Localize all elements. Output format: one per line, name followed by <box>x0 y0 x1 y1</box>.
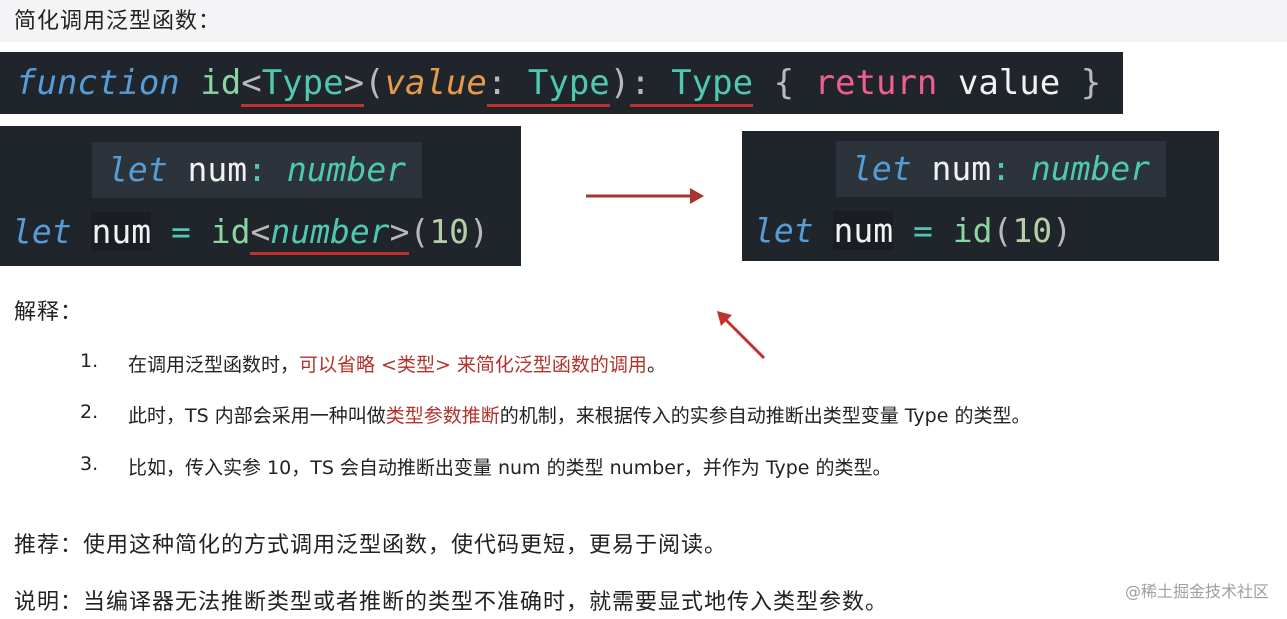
code-token: num <box>187 150 248 189</box>
list-item: 此时，TS 内部会采用一种叫做类型参数推断的机制，来根据传入的实参自动推断出类型… <box>128 401 1030 428</box>
code-token: = <box>170 212 191 251</box>
code-token: Type <box>261 63 344 103</box>
code-token: return <box>814 63 938 103</box>
code-token: num <box>91 212 152 251</box>
code-token: let <box>12 212 72 251</box>
type-hint-tooltip: let num: number <box>836 141 1167 197</box>
code-token: num <box>833 211 894 250</box>
list-number: 1. <box>80 350 99 372</box>
code-token: > <box>389 212 410 251</box>
code-token: < <box>241 63 262 103</box>
code-token: ) <box>609 63 631 103</box>
list-item-text: 在调用泛型函数时， <box>128 354 300 376</box>
recommend-text: 推荐：使用这种简化的方式调用泛型函数，使代码更短，更易于阅读。 <box>14 533 728 558</box>
code-token: ( <box>364 63 385 103</box>
list-item-text: 。 <box>646 354 666 376</box>
code-token: : <box>630 63 651 103</box>
top-bar <box>0 0 1287 42</box>
code-inferred-call: let num: number let num = id(10) <box>742 131 1219 261</box>
code-token: : <box>486 63 508 103</box>
code-token: id <box>952 211 993 250</box>
code-token: ( <box>409 212 430 251</box>
watermark: @稀土掘金技术社区 <box>1124 582 1269 601</box>
code-token: 10 <box>1012 211 1053 250</box>
code-token: ) <box>1052 211 1072 250</box>
code-token: Type <box>671 63 754 103</box>
list-number: 3. <box>80 453 99 475</box>
note-text: 说明：当编译器无法推断类型或者推断的类型不准确时，就需要显式地传入类型参数。 <box>14 590 889 615</box>
code-token: = <box>912 211 933 250</box>
code-function-definition: function id<Type>(value: Type): Type { r… <box>0 52 1123 114</box>
code-token: num <box>931 149 992 188</box>
list-item: 比如，传入实参 10，TS 会自动推断出变量 num 的类型 number，并作… <box>128 453 892 480</box>
code-token: function <box>16 63 180 103</box>
list-item-text: 的机制，来根据传入的实参自动推断出类型变量 Type 的类型。 <box>499 405 1031 427</box>
code-token: > <box>343 63 365 103</box>
code-token: let <box>852 149 912 188</box>
code-token: id <box>210 212 251 251</box>
code-token: value <box>384 63 487 103</box>
code-token: ) <box>469 212 489 251</box>
highlighted-text: 类型参数推断 <box>385 405 500 427</box>
list-item-text: 比如，传入实参 10，TS 会自动推断出变量 num 的类型 number，并作… <box>128 457 892 479</box>
code-token: : <box>991 149 1011 188</box>
code-token: number <box>286 150 407 189</box>
code-token: id <box>200 63 242 103</box>
code-token: { <box>773 63 795 103</box>
type-hint-tooltip: let num: number <box>92 142 423 198</box>
list-item-text: 此时，TS 内部会采用一种叫做 <box>128 405 386 427</box>
page-heading: 简化调用泛型函数： <box>14 9 222 34</box>
code-token: number <box>270 212 390 251</box>
list-number: 2. <box>80 401 99 423</box>
code-token: value <box>957 63 1061 103</box>
code-token: < <box>250 212 271 251</box>
code-line: let num = id(10) <box>754 203 1072 259</box>
code-token: ( <box>992 211 1013 250</box>
code-token: number <box>1030 149 1151 188</box>
code-token: let <box>754 211 814 250</box>
list-item: 在调用泛型函数时，可以省略 <类型> 来简化泛型函数的调用。 <box>128 350 666 377</box>
right-arrow-icon <box>586 188 704 204</box>
code-explicit-call: let num: number let num = id<number>(10) <box>0 126 521 266</box>
code-token: let <box>108 150 168 189</box>
annotation-arrow-icon <box>717 311 766 360</box>
explain-title: 解释： <box>14 300 84 325</box>
code-token: : <box>247 150 267 189</box>
highlighted-text: 可以省略 <类型> 来简化泛型函数的调用 <box>299 354 647 376</box>
code-token: 10 <box>429 212 470 251</box>
code-line: let num = id<number>(10) <box>12 204 489 260</box>
code-token: } <box>1080 63 1102 103</box>
code-token: Type <box>527 63 610 103</box>
